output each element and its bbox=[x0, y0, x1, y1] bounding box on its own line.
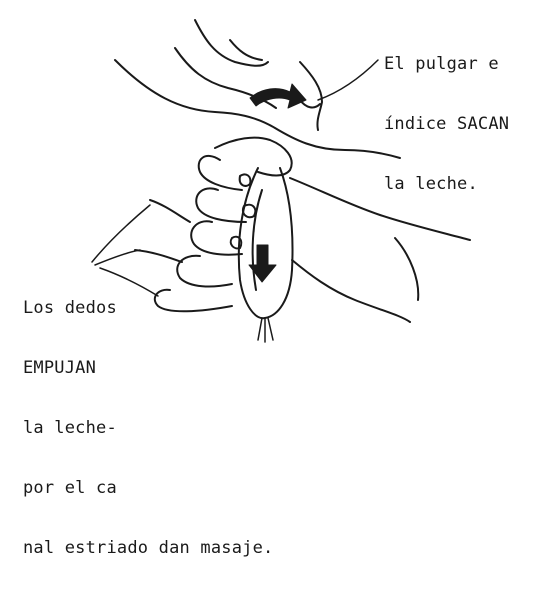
wrist-outline bbox=[395, 238, 418, 300]
finger-3-outline bbox=[191, 221, 242, 254]
udder-fold-mid bbox=[230, 40, 262, 60]
top-caption: El pulgar e índice SACAN la leche. bbox=[384, 14, 509, 234]
pointer-line-bottom-1 bbox=[92, 205, 150, 262]
upper-hand-outline bbox=[115, 60, 400, 158]
bottom-caption-line-3: la leche- bbox=[23, 418, 273, 438]
top-caption-line-3: la leche. bbox=[384, 174, 509, 194]
bottom-caption-line-5: nal estriado dan masaje. bbox=[23, 538, 273, 558]
udder-fold-right bbox=[300, 62, 322, 130]
fingernail-1 bbox=[240, 174, 251, 186]
left-hand-line-1 bbox=[150, 200, 190, 222]
finger-1-outline bbox=[199, 156, 242, 190]
bottom-caption-line-2: EMPUJAN bbox=[23, 358, 273, 378]
bottom-caption-line-4: por el ca bbox=[23, 478, 273, 498]
bottom-caption: Los dedos EMPUJAN la leche- por el ca na… bbox=[23, 258, 273, 598]
top-caption-line-2: índice SACAN bbox=[384, 114, 509, 134]
finger-2-outline bbox=[196, 188, 246, 222]
hand-lower-outline bbox=[292, 260, 410, 322]
milking-illustration: El pulgar e índice SACAN la leche. Los d… bbox=[0, 0, 539, 404]
top-caption-line-1: El pulgar e bbox=[384, 54, 509, 74]
pointer-line-top bbox=[318, 60, 378, 100]
curved-arrow-top bbox=[250, 84, 306, 108]
bottom-caption-line-1: Los dedos bbox=[23, 298, 273, 318]
